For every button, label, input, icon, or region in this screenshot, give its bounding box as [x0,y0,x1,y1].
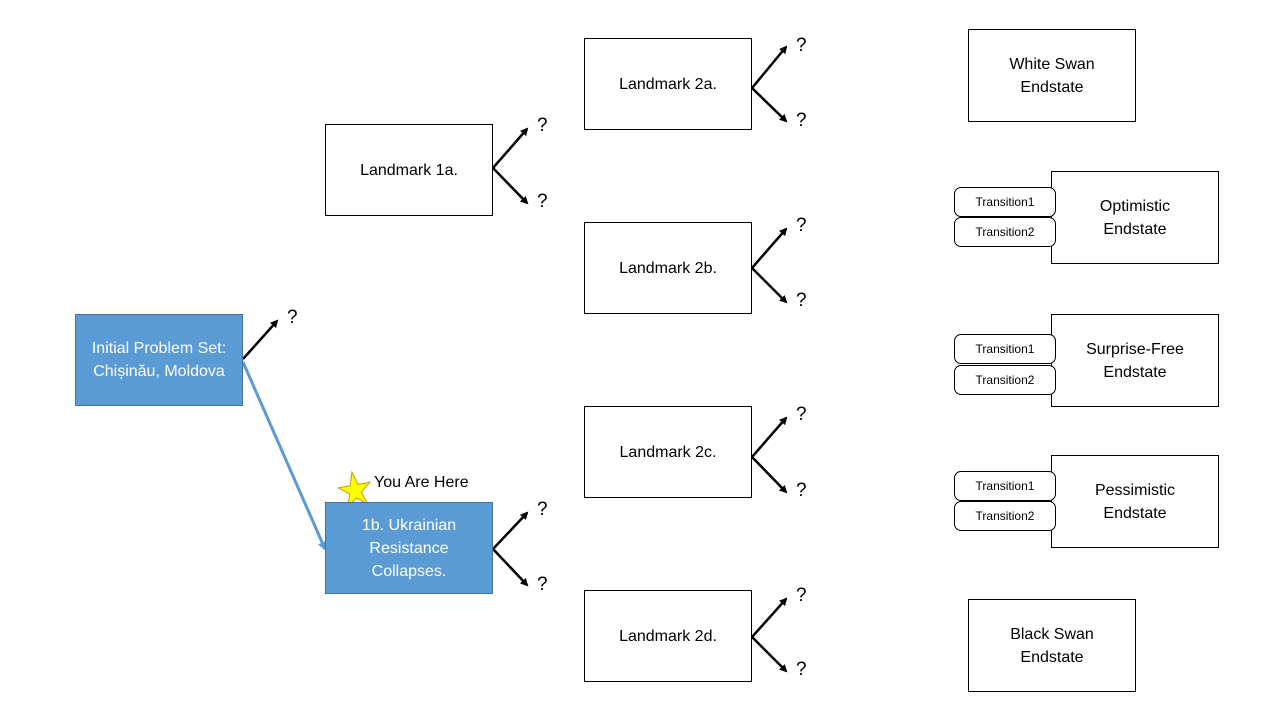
question-mark: ? [796,35,807,56]
landmark-2d-box[interactable]: Landmark 2d. [584,590,752,682]
question-mark: ? [796,290,807,311]
landmark-2c-label: Landmark 2c. [619,443,717,461]
black-swan-line2: Endstate [1020,648,1084,666]
pessimistic-line2: Endstate [1103,504,1167,522]
surprise-free-line2: Endstate [1103,363,1167,381]
arrow-1a-up [492,127,529,169]
landmark-2c-box[interactable]: Landmark 2c. [584,406,752,498]
question-mark: ? [537,574,548,595]
arrow-2c-up [751,416,788,458]
surprise-free-transition1[interactable]: Transition1 [954,334,1056,364]
landmark-2a-label: Landmark 2a. [619,75,717,93]
landmark-1a-box[interactable]: Landmark 1a. [325,124,493,216]
star-icon [336,470,372,510]
arrow-initial-up [242,319,279,360]
optimistic-line2: Endstate [1103,220,1167,238]
arrow-2a-up [751,45,788,89]
landmark-1b-line1: 1b. Ukrainian [361,516,457,534]
arrow-2c-down [751,456,788,494]
white-swan-line1: White Swan [1009,55,1095,73]
question-mark: ? [796,585,807,606]
black-swan-line1: Black Swan [1010,625,1094,643]
arrow-2b-up [751,227,788,269]
white-swan-endstate-box[interactable]: White Swan Endstate [968,29,1136,122]
question-mark: ? [287,307,298,328]
you-are-here-label: You Are Here [374,474,469,491]
black-swan-endstate-box[interactable]: Black Swan Endstate [968,599,1136,692]
optimistic-transition1[interactable]: Transition1 [954,187,1056,217]
landmark-2a-box[interactable]: Landmark 2a. [584,38,752,130]
arrow-2b-down [751,267,788,304]
landmark-2b-box[interactable]: Landmark 2b. [584,222,752,314]
arrow-2a-down [751,87,788,123]
arrow-1b-up [492,511,529,550]
landmark-2d-label: Landmark 2d. [619,627,717,645]
white-swan-line2: Endstate [1020,78,1084,96]
optimistic-line1: Optimistic [1099,197,1171,215]
initial-problem-line1: Initial Problem Set: [91,340,227,357]
arrow-initial-to-1b [241,361,327,551]
question-mark: ? [796,215,807,236]
question-mark: ? [537,499,548,520]
pessimistic-transition2[interactable]: Transition2 [954,501,1056,531]
optimistic-transition2[interactable]: Transition2 [954,217,1056,247]
landmark-1b-line3: Collapses. [371,562,447,580]
initial-problem-box[interactable]: Initial Problem Set: Chișinău, Moldova [75,314,243,406]
arrow-1b-down [492,548,529,587]
surprise-free-endstate-box[interactable]: Surprise-Free Endstate [1051,314,1219,407]
arrow-2d-down [751,636,788,673]
pessimistic-line1: Pessimistic [1094,481,1175,499]
question-mark: ? [796,110,807,131]
arrow-1a-down [492,167,529,205]
pessimistic-endstate-box[interactable]: Pessimistic Endstate [1051,455,1219,548]
question-mark: ? [537,115,548,136]
question-mark: ? [796,480,807,501]
surprise-free-transition2[interactable]: Transition2 [954,365,1056,395]
landmark-2b-label: Landmark 2b. [619,259,717,277]
pessimistic-transition1[interactable]: Transition1 [954,471,1056,501]
initial-problem-line2: Chișinău, Moldova [93,363,225,380]
landmark-1a-label: Landmark 1a. [360,161,458,179]
question-mark: ? [537,191,548,212]
optimistic-endstate-box[interactable]: Optimistic Endstate [1051,171,1219,264]
landmark-1b-box[interactable]: 1b. Ukrainian Resistance Collapses. [325,502,493,594]
question-mark: ? [796,659,807,680]
landmark-1b-line2: Resistance [369,539,449,557]
surprise-free-line1: Surprise-Free [1086,340,1184,358]
arrow-2d-up [751,597,788,638]
question-mark: ? [796,404,807,425]
